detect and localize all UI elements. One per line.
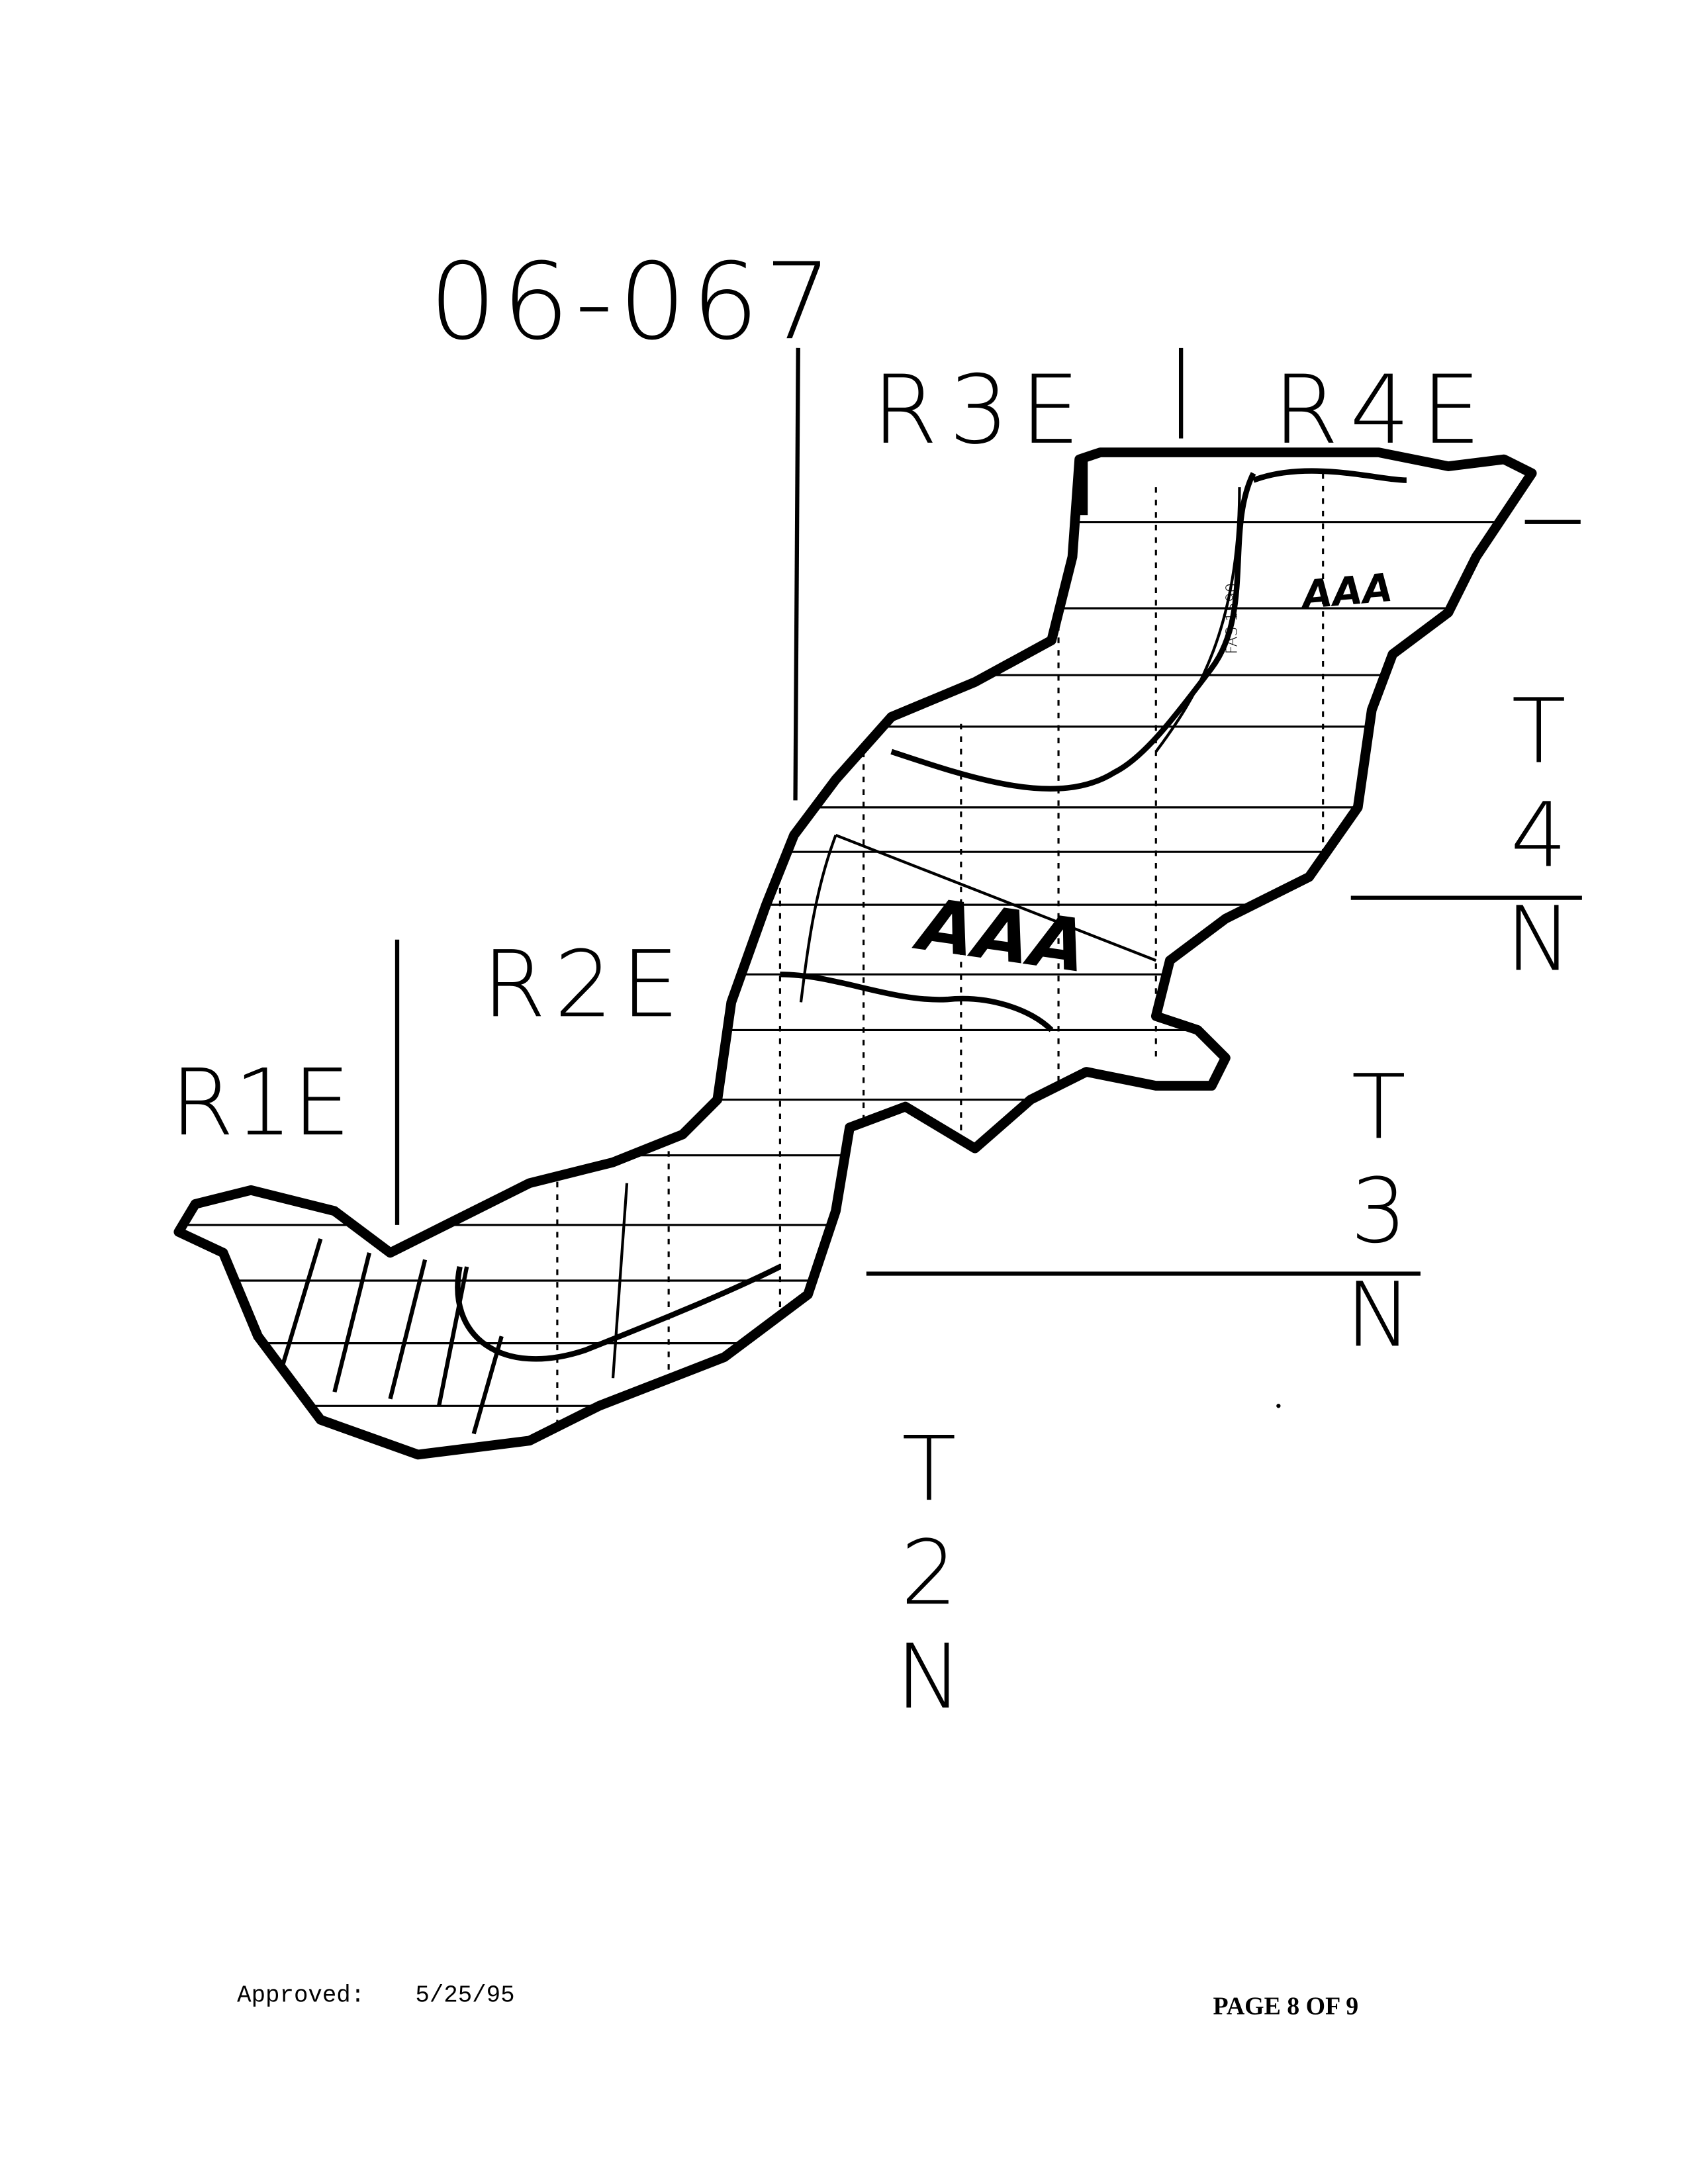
range-label-r3e: R3E	[872, 355, 1091, 465]
range-line-r2e-r3e	[793, 347, 800, 801]
range-label-r2e: R2E	[482, 931, 687, 1038]
scan-speck	[1276, 1404, 1281, 1408]
page-indicator: PAGE 8 OF 9	[1213, 1992, 1359, 2020]
township-label-t2n-text: T2N	[877, 1417, 981, 1729]
rivers	[455, 468, 1407, 1362]
hatch-marks	[277, 1238, 504, 1435]
zone-label-aaa-central: AAA	[909, 881, 1092, 989]
zone-label-aaa-north: AAA	[1297, 565, 1394, 618]
range-label-r1e: R1E	[170, 1049, 350, 1156]
approved-label: Approved:	[237, 1981, 365, 2009]
township-label-t3n: T3N	[1327, 1055, 1430, 1367]
map-number: 06-067	[429, 240, 837, 363]
map-boundary	[173, 447, 1537, 1460]
roads	[611, 487, 1241, 1379]
township-label-t3n-text: T3N	[1327, 1055, 1430, 1367]
range-label-r4e: R4E	[1273, 355, 1492, 465]
township-label-t2n: T2N	[877, 1417, 981, 1729]
road-label-fas: FAS 1590	[1223, 583, 1240, 655]
township-label-t4n-text: T4N	[1487, 679, 1591, 991]
approved-date: 5/25/95	[415, 1981, 514, 2009]
township-label-t4n: T4N	[1487, 679, 1591, 991]
